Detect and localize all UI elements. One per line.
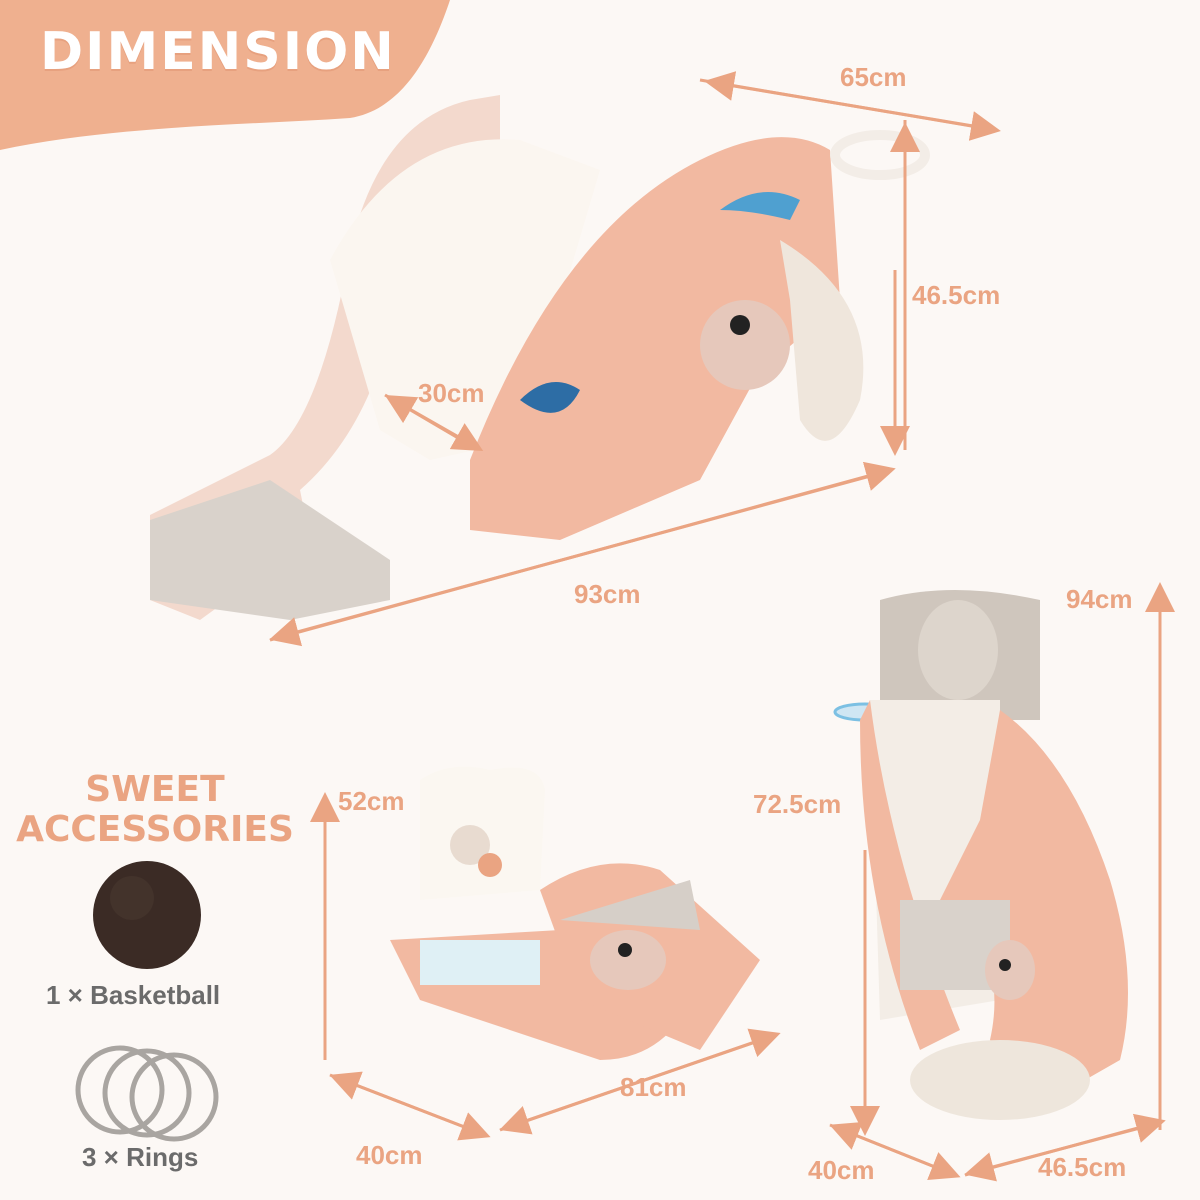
rocker-height-dimension: 52cm bbox=[338, 786, 405, 816]
slide-height-dimension: 46.5cm bbox=[912, 280, 1001, 310]
accessories-heading-line2: ACCESSORIES bbox=[16, 809, 294, 850]
rings-icon bbox=[75, 1045, 219, 1142]
hoop-total-height-dimension: 94cm bbox=[1066, 584, 1133, 614]
slide-mode-product bbox=[150, 95, 930, 620]
hoop-height-dimension: 72.5cm bbox=[753, 789, 842, 819]
hoop-depth-dimension: 40cm bbox=[808, 1155, 875, 1185]
rocking-mode-product bbox=[390, 766, 760, 1060]
hoop-width-dimension: 46.5cm bbox=[1038, 1152, 1127, 1182]
accessories-heading: SWEET ACCESSORIES bbox=[10, 770, 300, 850]
basketball-icon bbox=[93, 861, 201, 969]
slide-surface-width-dimension: 30cm bbox=[418, 378, 485, 408]
slide-length-dimension: 93cm bbox=[574, 579, 641, 609]
rocker-depth-dimension: 40cm bbox=[356, 1140, 423, 1170]
basketball-mode-product bbox=[833, 590, 1128, 1120]
title-banner bbox=[0, 0, 450, 150]
rocker-length-dimension: 81cm bbox=[620, 1072, 687, 1102]
accessories-heading-line1: SWEET bbox=[85, 769, 225, 810]
page-title: DIMENSION bbox=[40, 22, 396, 82]
accessory-basketball-label: 1 × Basketball bbox=[46, 980, 221, 1010]
accessory-rings-label: 3 × Rings bbox=[82, 1142, 199, 1172]
slide-width-dimension: 65cm bbox=[840, 62, 907, 92]
